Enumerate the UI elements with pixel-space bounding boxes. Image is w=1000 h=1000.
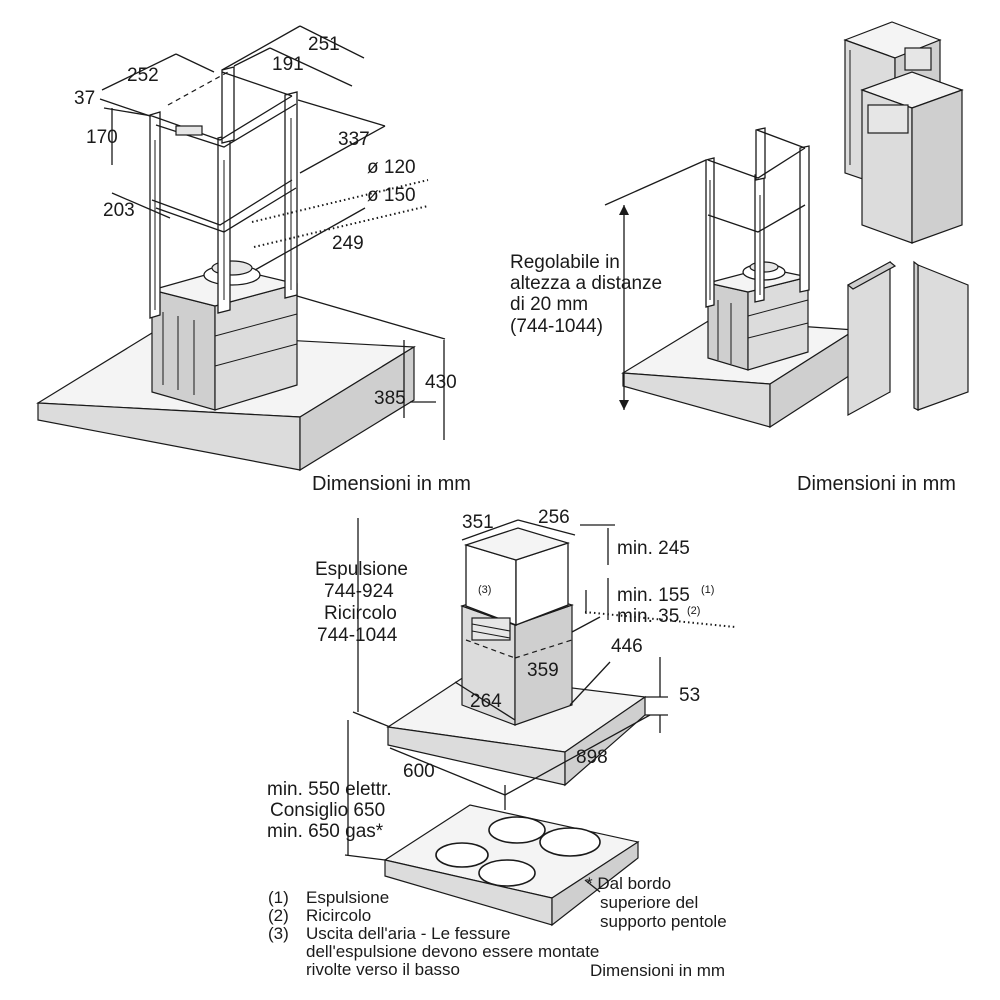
dim-430: 430 — [425, 372, 457, 393]
legend-cont-2: rivolte verso il basso — [306, 960, 460, 979]
legend-cont-1: dell'espulsione devono essere montate — [306, 942, 599, 961]
legend-text-3: Uscita dell'aria - Le fessure — [306, 924, 511, 943]
footnote-line2: superiore del — [600, 893, 698, 912]
dim-min-35: min. 35 — [617, 606, 679, 627]
dim-37: 37 — [74, 88, 95, 109]
mounting-frame — [149, 66, 298, 319]
height-label-line1: Espulsione — [315, 559, 408, 580]
dim-min-245: min. 245 — [617, 538, 690, 559]
caption-fig2: Dimensioni in mm — [797, 473, 956, 495]
ref-3: (3) — [478, 584, 491, 596]
dim-359: 359 — [527, 660, 559, 681]
dim-898: 898 — [576, 747, 608, 768]
dimension-lines-fig3 — [344, 518, 736, 893]
dim-385: 385 — [374, 388, 406, 409]
dimension-labels-fig1: 251 191 252 37 170 337 ø 120 ø 150 203 2… — [74, 34, 457, 409]
mounting-frame-2 — [705, 127, 810, 308]
height-label-line2: 744-924 — [324, 581, 394, 602]
legend-num-1: (1) — [268, 888, 289, 907]
clearance-label: min. 550 elettr. Consiglio 650 min. 650 … — [267, 779, 392, 842]
dim-191: 191 — [272, 54, 304, 75]
adjust-label-line4: (744-1044) — [510, 316, 603, 337]
dimension-labels-fig3: 351 256 min. 245 min. 155 (1) min. 35 (2… — [403, 507, 714, 782]
dim-170: 170 — [86, 127, 118, 148]
figure-installed-hood: 351 256 min. 245 min. 155 (1) min. 35 (2… — [267, 507, 736, 980]
burner-front-right — [478, 859, 536, 887]
figure-adjustable-height: Regolabile in altezza a distanze di 20 m… — [510, 21, 969, 495]
dim-diameter-150: ø 150 — [367, 185, 416, 206]
chimney-sides — [846, 260, 969, 417]
footnote-line1: * Dal bordo — [586, 874, 671, 893]
legend-num-2: (2) — [268, 906, 289, 925]
dim-53: 53 — [679, 685, 700, 706]
clearance-line3: min. 650 gas* — [267, 821, 384, 842]
dim-600: 600 — [403, 761, 435, 782]
dim-203: 203 — [103, 200, 135, 221]
ref-1: (1) — [701, 584, 714, 596]
dim-264: 264 — [470, 691, 502, 712]
legend: (1) Espulsione (2) Ricircolo (3) Uscita … — [268, 888, 599, 979]
burner-back-right — [539, 827, 601, 857]
dim-251: 251 — [308, 34, 340, 55]
dimension-lines-fig1 — [99, 25, 446, 440]
legend-num-3: (3) — [268, 924, 289, 943]
legend-text-2: Ricircolo — [306, 906, 371, 925]
burner-front-left — [435, 842, 489, 868]
footnote: * Dal bordo superiore del supporto pento… — [586, 874, 727, 931]
height-adjust-arrow — [604, 159, 707, 410]
legend-text-1: Espulsione — [306, 888, 389, 907]
height-label: Espulsione 744-924 Ricircolo 744-1044 — [315, 559, 408, 646]
dim-256: 256 — [538, 507, 570, 528]
footnote-line3: supporto pentole — [600, 912, 727, 931]
caption-fig3: Dimensioni in mm — [590, 961, 725, 980]
ref-2: (2) — [687, 605, 700, 617]
dim-252: 252 — [127, 65, 159, 86]
dim-337: 337 — [338, 129, 370, 150]
dim-min-155: min. 155 — [617, 585, 690, 606]
height-label-line3: Ricircolo — [324, 603, 397, 624]
burner-back-left — [488, 816, 546, 844]
dim-446: 446 — [611, 636, 643, 657]
adjust-label-line3: di 20 mm — [510, 294, 588, 315]
clearance-line1: min. 550 elettr. — [267, 779, 392, 800]
dim-351: 351 — [462, 512, 494, 533]
adjust-label-line1: Regolabile in — [510, 252, 620, 273]
hob — [383, 804, 640, 927]
adjustable-height-label: Regolabile in altezza a distanze di 20 m… — [510, 252, 662, 337]
height-label-line4: 744-1044 — [317, 625, 398, 646]
chimney-lower — [860, 71, 964, 244]
dim-diameter-120: ø 120 — [367, 157, 416, 178]
adjust-label-line2: altezza a distanze — [510, 273, 662, 294]
figure-frame-dimensions: 251 191 252 37 170 337 ø 120 ø 150 203 2… — [36, 25, 471, 495]
clearance-line2: Consiglio 650 — [270, 800, 385, 821]
caption-fig1: Dimensioni in mm — [312, 473, 471, 495]
dim-249: 249 — [332, 233, 364, 254]
